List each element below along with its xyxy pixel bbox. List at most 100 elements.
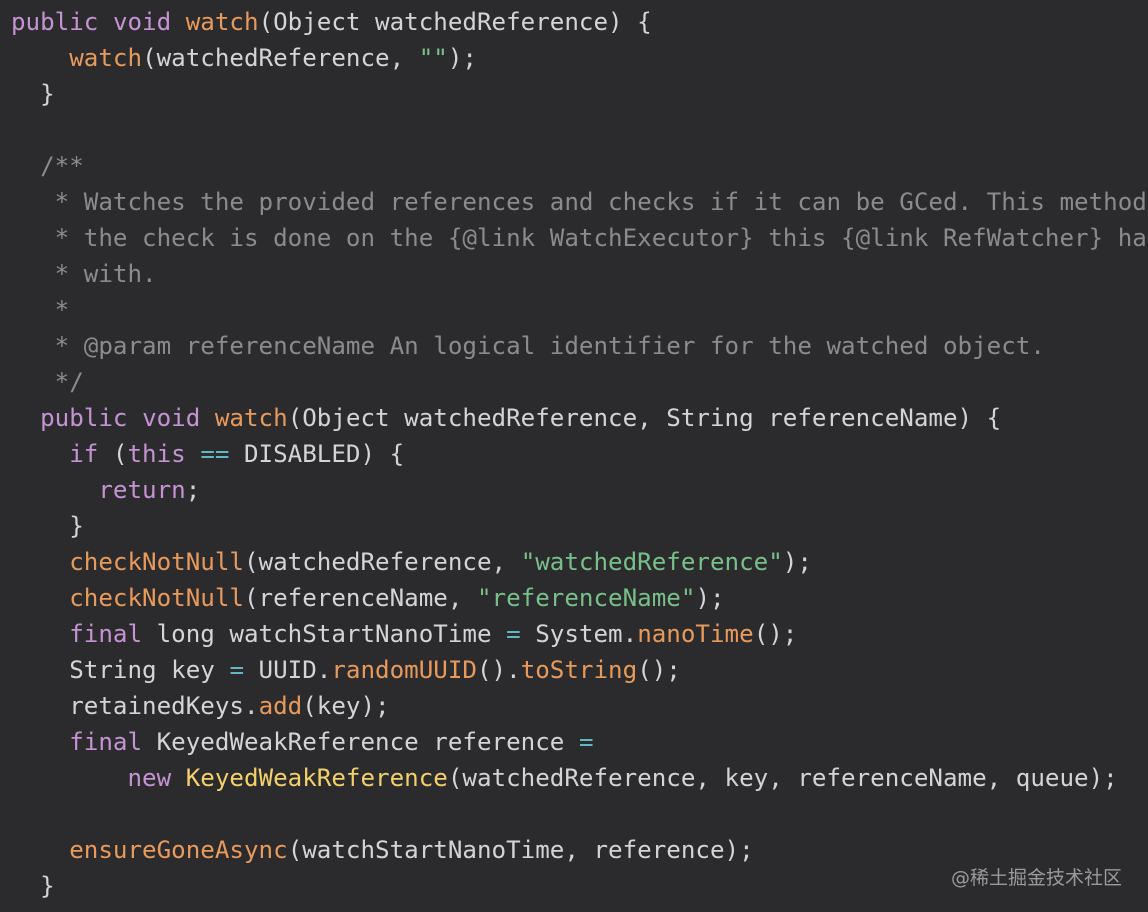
code-line: return; [11, 472, 1148, 508]
code-token-comment: * the check is done on the {@link WatchE… [11, 224, 1148, 252]
code-token-plain [11, 476, 98, 504]
code-line: } [11, 868, 1148, 904]
code-line: } [11, 508, 1148, 544]
code-line: * @param referenceName An logical identi… [11, 328, 1148, 364]
code-token-keyword: final [69, 620, 143, 648]
code-token-plain [11, 584, 69, 612]
code-block: public void watch(Object watchedReferenc… [11, 4, 1148, 904]
code-line: watch(watchedReference, ""); [11, 40, 1148, 76]
code-token-plain [200, 404, 215, 432]
code-token-plain [128, 404, 143, 432]
code-token-plain: KeyedWeakReference reference [142, 728, 579, 756]
code-line: /** [11, 148, 1148, 184]
watermark: @稀土掘金技术社区 [950, 867, 1122, 889]
code-token-keyword: final [69, 728, 143, 756]
code-token-plain: (watchedReference, [244, 548, 521, 576]
code-token-plain: (Object watchedReference) { [258, 8, 652, 36]
code-line: } [11, 76, 1148, 112]
code-token-method: nanoTime [637, 620, 754, 648]
code-token-plain [186, 440, 201, 468]
code-token-plain: (watchStartNanoTime, reference); [287, 836, 754, 864]
code-token-comment: * [11, 296, 70, 324]
code-token-plain [11, 728, 69, 756]
code-line: * with. [11, 256, 1148, 292]
code-token-method: add [258, 692, 303, 720]
code-token-comment: /** [11, 152, 84, 180]
code-token-method: watch [69, 44, 143, 72]
code-line: public void watch(Object watchedReferenc… [11, 400, 1148, 436]
code-token-keyword: void [112, 8, 172, 36]
code-token-keyword: public [40, 404, 128, 432]
code-line: checkNotNull(referenceName, "referenceNa… [11, 580, 1148, 616]
code-token-comment: * with. [11, 260, 157, 288]
code-line: ensureGoneAsync(watchStartNanoTime, refe… [11, 832, 1148, 868]
code-line: new KeyedWeakReference(watchedReference,… [11, 760, 1148, 796]
code-line: final long watchStartNanoTime = System.n… [11, 616, 1148, 652]
code-token-method: watch [185, 8, 259, 36]
code-token-plain: System. [520, 620, 638, 648]
code-token-keyword: return [98, 476, 186, 504]
code-token-plain: ( [98, 440, 128, 468]
code-token-keyword: this [127, 440, 186, 468]
code-token-plain [11, 764, 128, 792]
code-token-keyword: new [127, 764, 172, 792]
code-line: checkNotNull(watchedReference, "watchedR… [11, 544, 1148, 580]
code-token-string: "referenceName" [477, 584, 696, 612]
code-token-plain [11, 440, 69, 468]
code-token-operator: = [229, 656, 244, 684]
code-token-method: toString [520, 656, 638, 684]
code-token-plain: ); [782, 548, 812, 576]
code-token-plain: (Object watchedReference, String referen… [287, 404, 1002, 432]
code-token-plain: (). [477, 656, 521, 684]
code-token-plain [11, 620, 69, 648]
code-token-plain: ); [447, 44, 477, 72]
code-token-method: randomUUID [331, 656, 477, 684]
code-token-plain: (); [753, 620, 798, 648]
code-token-plain: (referenceName, [244, 584, 477, 612]
code-token-plain [11, 836, 69, 864]
code-line: retainedKeys.add(key); [11, 688, 1148, 724]
code-line [11, 796, 1148, 832]
code-token-plain: (); [637, 656, 681, 684]
code-token-plain: DISABLED) { [229, 440, 405, 468]
code-token-plain [98, 8, 113, 36]
code-line: * Watches the provided references and ch… [11, 184, 1148, 220]
code-token-keyword: if [69, 440, 99, 468]
code-token-plain: (watchedReference, [142, 44, 419, 72]
code-token-plain [171, 8, 186, 36]
code-token-class: KeyedWeakReference [185, 764, 448, 792]
code-token-plain: (key); [302, 692, 390, 720]
code-token-plain [11, 44, 69, 72]
code-line [11, 112, 1148, 148]
code-token-method: ensureGoneAsync [69, 836, 288, 864]
code-token-plain: } [11, 872, 55, 900]
code-token-string: "" [418, 44, 448, 72]
code-token-comment: * @param referenceName An logical identi… [11, 332, 1045, 360]
code-token-plain: long watchStartNanoTime [142, 620, 507, 648]
code-token-plain: UUID. [244, 656, 332, 684]
code-token-plain: (watchedReference, key, referenceName, q… [447, 764, 1118, 792]
code-token-plain [171, 764, 186, 792]
code-token-keyword: void [142, 404, 201, 432]
code-token-string: "watchedReference" [520, 548, 783, 576]
code-line: * [11, 292, 1148, 328]
code-token-method: watch [214, 404, 288, 432]
code-token-plain: } [11, 80, 55, 108]
code-token-comment: */ [11, 368, 84, 396]
code-line: final KeyedWeakReference reference = [11, 724, 1148, 760]
code-token-plain [11, 548, 69, 576]
code-token-plain [11, 404, 40, 432]
code-token-plain: ; [185, 476, 201, 504]
code-token-plain: retainedKeys. [11, 692, 259, 720]
code-line: */ [11, 364, 1148, 400]
code-line: String key = UUID.randomUUID().toString(… [11, 652, 1148, 688]
code-token-plain: } [11, 512, 84, 540]
code-token-plain: ); [695, 584, 725, 612]
code-token-operator: = [578, 728, 594, 756]
code-line: public void watch(Object watchedReferenc… [11, 4, 1148, 40]
code-token-comment: * Watches the provided references and ch… [11, 188, 1147, 216]
code-token-method: checkNotNull [69, 548, 244, 576]
code-line: * the check is done on the {@link WatchE… [11, 220, 1148, 256]
code-token-method: checkNotNull [69, 584, 244, 612]
